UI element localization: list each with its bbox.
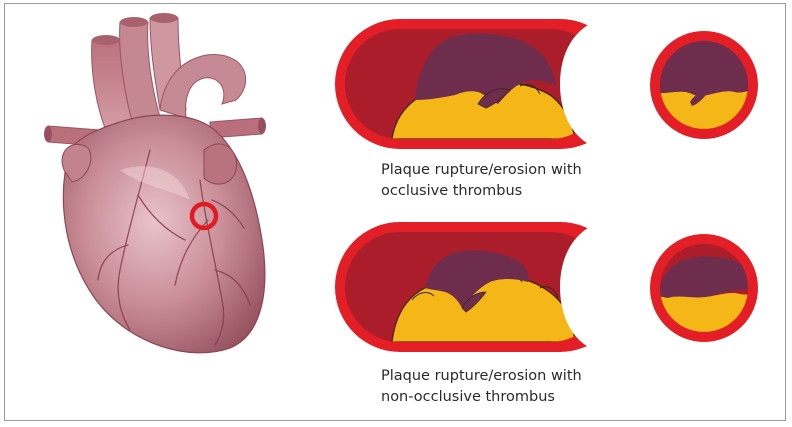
artery-longitudinal-non-occlusive [335,222,625,352]
caption-non-occlusive: Plaque rupture/erosion with non-occlusiv… [381,366,582,408]
caption-occlusive-line2: occlusive thrombus [381,183,523,199]
artery-cross-section-occlusive [650,31,758,139]
caption-non-occlusive-line2: non-occlusive thrombus [381,389,555,405]
caption-occlusive-line1: Plaque rupture/erosion with [381,162,582,178]
artery-longitudinal-occlusive [335,19,625,149]
caption-non-occlusive-line1: Plaque rupture/erosion with [381,368,582,384]
caption-occlusive: Plaque rupture/erosion with occlusive th… [381,160,582,202]
heart-illustration [44,13,266,354]
location-ring-marker [189,201,219,231]
artery-cross-section-non-occlusive [650,234,758,342]
